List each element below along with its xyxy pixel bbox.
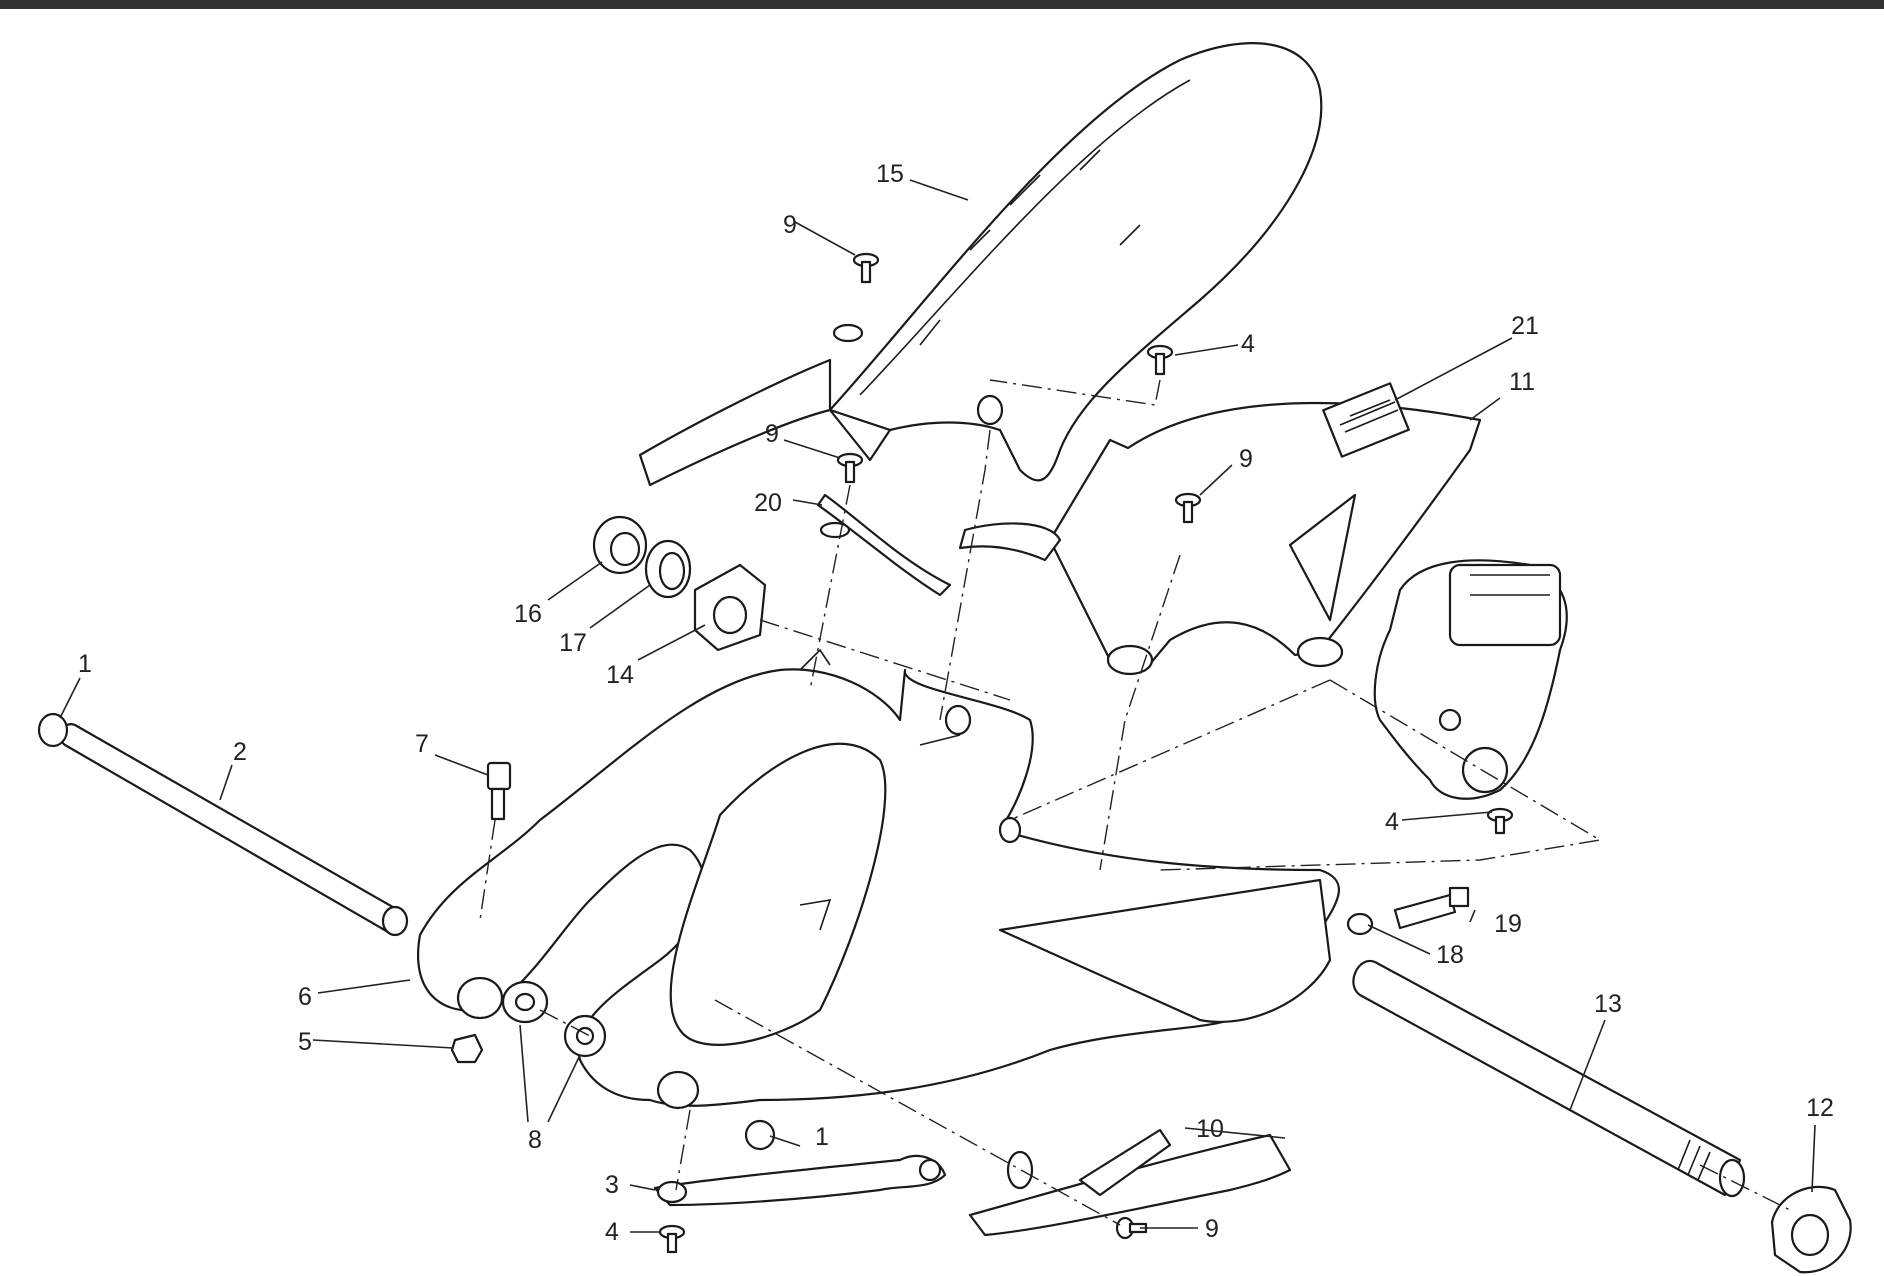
screw-mudguard-right bbox=[1146, 344, 1174, 376]
washers-pair bbox=[501, 980, 607, 1058]
callout-labels: 1 2 7 6 5 8 3 4 1 10 9 12 13 18 19 4 21 … bbox=[78, 160, 1834, 1246]
callout-13: 13 bbox=[1594, 990, 1622, 1018]
callout-16: 16 bbox=[514, 600, 542, 628]
brake-caliper-bracket bbox=[1373, 559, 1568, 800]
axle-nut bbox=[1770, 1185, 1852, 1274]
screw-mudguard-top bbox=[852, 252, 880, 284]
chain-adjuster-bolt bbox=[1346, 886, 1470, 936]
callout-20: 20 bbox=[754, 489, 782, 517]
top-border-bar bbox=[0, 0, 1884, 9]
callout-17: 17 bbox=[559, 629, 587, 657]
rear-wheel-axle bbox=[1352, 959, 1746, 1198]
callout-9a: 9 bbox=[783, 211, 797, 239]
clamp-bolt bbox=[486, 761, 512, 821]
callout-7: 7 bbox=[415, 730, 429, 758]
callout-4a: 4 bbox=[1241, 330, 1255, 358]
callout-4b: 4 bbox=[1385, 808, 1399, 836]
bush-right bbox=[744, 1119, 776, 1151]
chain-guard bbox=[958, 401, 1482, 676]
pivot-nut bbox=[450, 1033, 484, 1064]
callout-6: 6 bbox=[298, 983, 312, 1011]
pivot-bush-left bbox=[37, 712, 69, 748]
screw-lever bbox=[658, 1224, 686, 1254]
callout-3: 3 bbox=[605, 1171, 619, 1199]
callout-14: 14 bbox=[606, 661, 634, 689]
leader-lines bbox=[59, 179, 1816, 1233]
callout-18: 18 bbox=[1436, 941, 1464, 969]
ring-nut bbox=[592, 515, 648, 575]
alignment-lines bbox=[479, 379, 1791, 1226]
callout-2: 2 bbox=[233, 738, 247, 766]
screw-caliper bbox=[1486, 807, 1514, 835]
callout-11: 11 bbox=[1509, 368, 1535, 396]
callout-10: 10 bbox=[1196, 1115, 1224, 1143]
callout-8: 8 bbox=[528, 1126, 542, 1154]
callout-9c: 9 bbox=[1239, 445, 1253, 473]
screw-chainguard bbox=[1174, 492, 1202, 524]
warning-sticker bbox=[1322, 382, 1410, 458]
callout-15: 15 bbox=[876, 160, 904, 188]
swingarm bbox=[417, 648, 1340, 1110]
callout-5: 5 bbox=[298, 1028, 312, 1056]
rear-mudguard bbox=[638, 42, 1323, 487]
screw-slider bbox=[836, 452, 864, 484]
callout-12: 12 bbox=[1806, 1094, 1834, 1122]
callout-9d: 9 bbox=[1205, 1215, 1219, 1243]
chain-guard-lower bbox=[968, 1128, 1292, 1237]
callout-21: 21 bbox=[1511, 312, 1539, 340]
callout-9b: 9 bbox=[765, 420, 779, 448]
callout-19: 19 bbox=[1494, 910, 1522, 938]
callout-1b: 1 bbox=[815, 1123, 829, 1151]
callout-1a: 1 bbox=[78, 650, 92, 678]
thrust-washer bbox=[644, 539, 692, 599]
callout-4c: 4 bbox=[605, 1218, 619, 1246]
shift-lever bbox=[653, 1154, 947, 1207]
eccentric-hub bbox=[693, 563, 767, 652]
